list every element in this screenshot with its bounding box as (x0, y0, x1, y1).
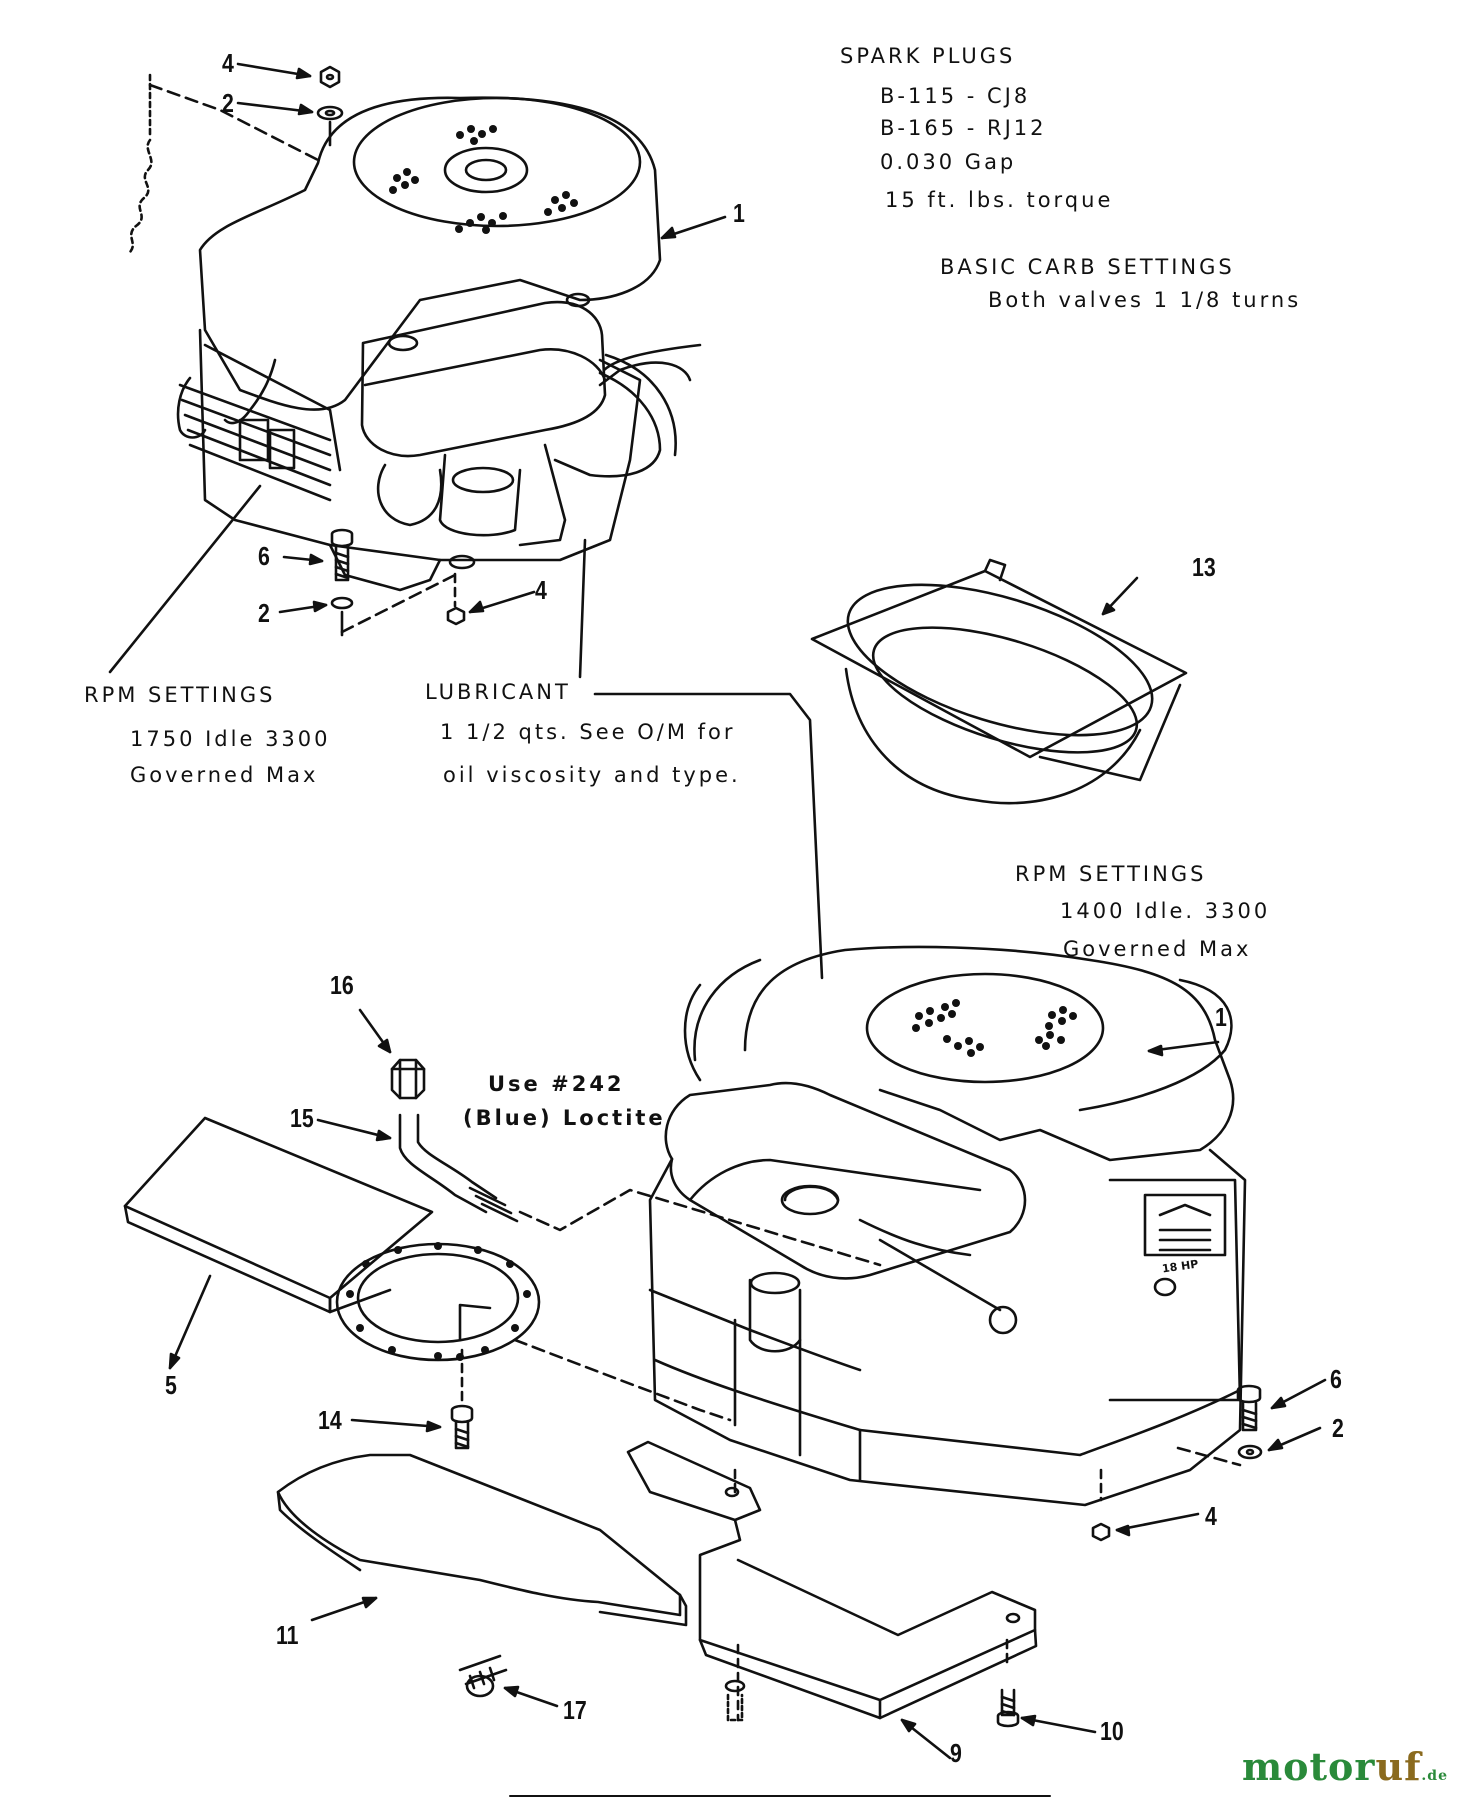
hardware-left (330, 528, 466, 637)
callout-13: 13 (1192, 552, 1216, 582)
lubricant-line-1: 1 1/2 qts. See O/M for (440, 720, 736, 744)
top-engine-illustration (176, 96, 702, 592)
loctite-note-line-2: (Blue) Loctite (463, 1106, 666, 1130)
lubricant-title: LUBRICANT (425, 680, 571, 704)
part-5-drain-plate (123, 1116, 732, 1422)
callout-2-top: 2 (222, 88, 234, 118)
callout-5: 5 (165, 1370, 177, 1400)
hardware-top (316, 65, 344, 147)
callout-1-right: 1 (1215, 1002, 1227, 1032)
callout-16: 16 (330, 970, 354, 1000)
part-14-bolt (350, 1404, 474, 1450)
loctite-note-line-1: Use #242 (488, 1072, 625, 1096)
spark-plugs-line-1: B-115 - CJ8 (880, 84, 1031, 108)
rpm-right-title: RPM SETTINGS (1015, 862, 1207, 886)
callout-2-left: 2 (258, 598, 270, 628)
spark-plugs-line-4: 15 ft. lbs. torque (885, 188, 1114, 212)
rpm-left-title: RPM SETTINGS (84, 683, 276, 707)
spark-plugs-line-3: 0.030 Gap (880, 150, 1017, 174)
callout-17: 17 (563, 1695, 587, 1725)
callout-2-right: 2 (1332, 1413, 1344, 1443)
callout-15: 15 (290, 1103, 314, 1133)
watermark-logo: motoruf.de (1242, 1748, 1448, 1786)
watermark-part-2: uf (1375, 1744, 1422, 1789)
leader-line-top-dashed (148, 83, 320, 162)
hardware-right (1091, 1378, 1327, 1542)
watermark-part-3: .de (1421, 1768, 1448, 1784)
watermark-part-1: motor (1241, 1744, 1376, 1789)
callout-4-top: 4 (222, 48, 234, 78)
bottom-engine-illustration (648, 945, 1247, 1507)
spark-plugs-title: SPARK PLUGS (840, 44, 1016, 68)
rpm-right-line-1: 1400 Idle. 3300 (1060, 899, 1271, 923)
callout-6-right: 6 (1330, 1364, 1342, 1394)
note-leaders (108, 484, 824, 980)
part-9-bracket (626, 1440, 1038, 1760)
rpm-right-line-2: Governed Max (1063, 937, 1252, 961)
part-16-nut (390, 1058, 426, 1100)
top-callout-leaders (236, 62, 727, 614)
callout-14: 14 (318, 1405, 342, 1435)
spark-plugs-line-2: B-165 - RJ12 (880, 116, 1047, 140)
rpm-left-line-2: Governed Max (130, 763, 319, 787)
callout-9: 9 (950, 1738, 962, 1768)
bottom-callout-leaders-upper (316, 1008, 1220, 1142)
callout-4-mid: 4 (535, 575, 547, 605)
callout-6-left: 6 (258, 541, 270, 571)
callout-11: 11 (276, 1620, 299, 1650)
part-15-tube (398, 1113, 882, 1267)
callout-1-top: 1 (733, 198, 745, 228)
carb-settings-line-1: Both valves 1 1/8 turns (988, 288, 1302, 312)
callout-4-right: 4 (1205, 1501, 1217, 1531)
part-10-bolt (996, 1638, 1097, 1734)
part-17-bolt (458, 1654, 559, 1708)
rpm-left-line-1: 1750 Idle 3300 (130, 727, 331, 751)
lubricant-line-2: oil viscosity and type. (443, 763, 741, 787)
spark-plug-wire-coil (126, 73, 153, 256)
callout-10: 10 (1100, 1716, 1124, 1746)
part-11-shield (276, 1453, 688, 1627)
part-13-engine-shroud-ring (810, 558, 1188, 805)
carb-settings-title: BASIC CARB SETTINGS (940, 255, 1235, 279)
